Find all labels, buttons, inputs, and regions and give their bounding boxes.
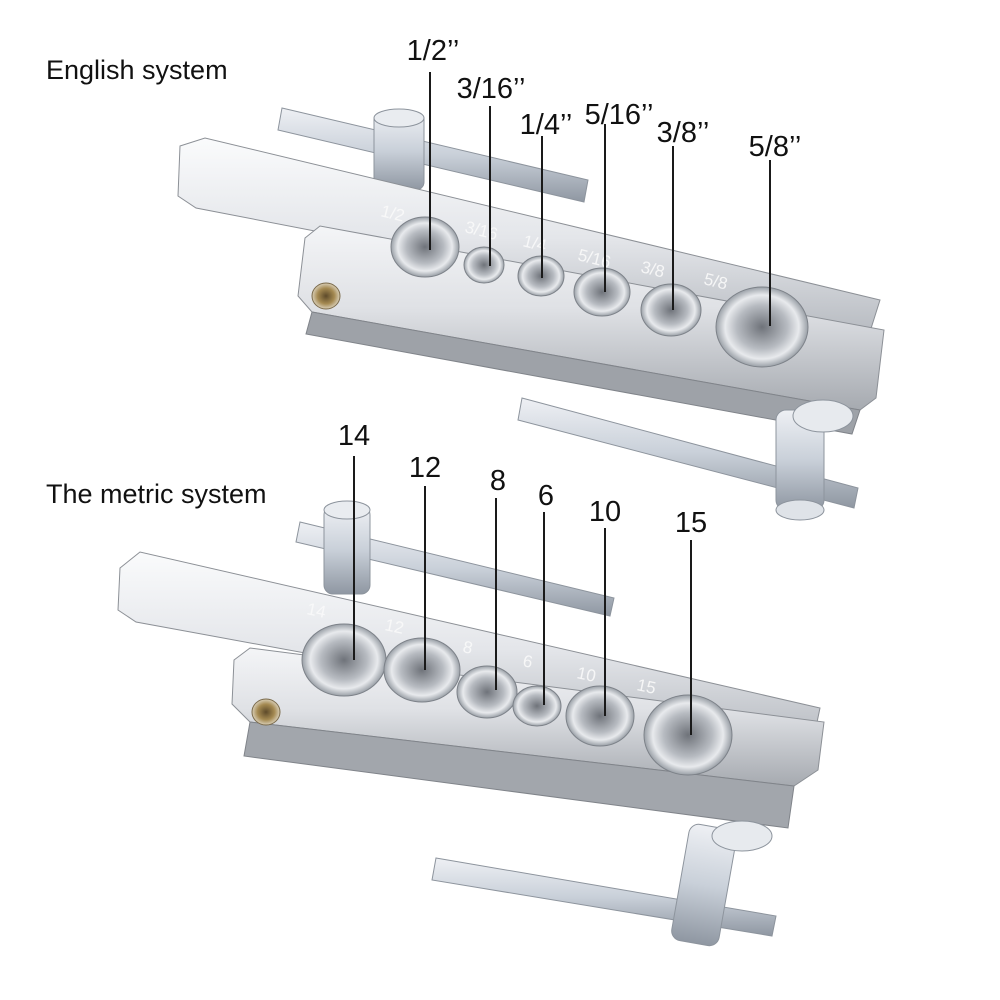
threaded-hole-icon bbox=[383, 637, 461, 703]
engraving: 15 bbox=[635, 675, 657, 698]
threaded-hole-icon bbox=[565, 685, 635, 747]
engraving: 6 bbox=[521, 651, 534, 672]
size-label: 5/16’’ bbox=[585, 99, 654, 131]
size-label: 6 bbox=[538, 480, 554, 512]
threaded-hole-icon bbox=[643, 694, 733, 776]
threaded-hole-icon bbox=[512, 685, 562, 727]
size-label: 3/8’’ bbox=[657, 117, 710, 149]
size-label: 1/4’’ bbox=[520, 109, 573, 141]
english-flaring-tool: 1/2 3/16 1/4 5/16 3/8 5/8 bbox=[177, 107, 885, 521]
threaded-hole-icon bbox=[573, 267, 631, 317]
metric-system-title: The metric system bbox=[46, 479, 267, 509]
english-side-bolt-icon bbox=[311, 282, 341, 310]
threaded-hole-icon bbox=[640, 283, 702, 337]
metric-engravings: 14 12 8 6 10 15 bbox=[305, 599, 657, 698]
metric-side-bolt-icon bbox=[251, 698, 281, 726]
engraving: 10 bbox=[575, 663, 597, 686]
english-size-labels: 1/2’’ 3/16’’ 1/4’’ 5/16’’ 3/8’’ 5/8’’ bbox=[407, 35, 802, 326]
size-label: 3/16’’ bbox=[457, 73, 526, 105]
size-label: 8 bbox=[490, 465, 506, 497]
size-label: 15 bbox=[675, 507, 707, 539]
threaded-hole-icon bbox=[456, 665, 518, 719]
size-label: 12 bbox=[409, 452, 441, 484]
engraving: 8 bbox=[461, 637, 474, 658]
size-label: 1/2’’ bbox=[407, 35, 460, 67]
threaded-hole-icon bbox=[715, 286, 809, 368]
metric-upper-t-handle-icon bbox=[295, 500, 615, 617]
metric-lower-t-handle-icon bbox=[431, 820, 777, 947]
metric-holes bbox=[301, 623, 733, 776]
engraving: 12 bbox=[383, 615, 405, 638]
english-upper-t-handle-icon bbox=[277, 107, 589, 203]
english-lower-t-handle-icon bbox=[517, 397, 859, 521]
metric-flaring-tool: 14 12 8 6 10 15 bbox=[117, 500, 825, 947]
metric-size-labels: 14 12 8 6 10 15 bbox=[338, 420, 707, 735]
size-label: 10 bbox=[589, 496, 621, 528]
size-label: 14 bbox=[338, 420, 370, 452]
threaded-hole-icon bbox=[301, 623, 387, 697]
english-holes bbox=[390, 216, 809, 368]
threaded-hole-icon bbox=[463, 246, 505, 284]
threaded-hole-icon bbox=[390, 216, 460, 278]
english-system-title: English system bbox=[46, 55, 228, 85]
engraving: 14 bbox=[305, 599, 327, 622]
size-label: 5/8’’ bbox=[749, 131, 802, 163]
